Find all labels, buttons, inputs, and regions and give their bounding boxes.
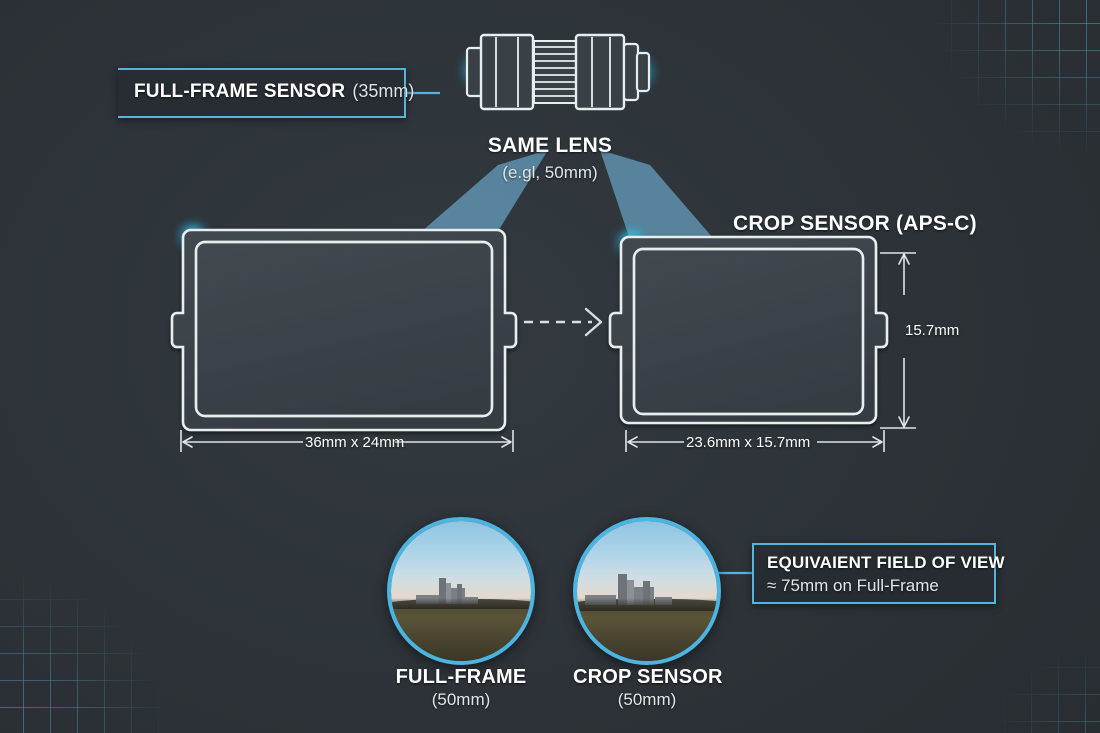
full-frame-sensor-body	[170, 228, 518, 432]
callout-full-frame-sensor: FULL-FRAME SENSOR (35mm)	[118, 68, 414, 118]
crop-preview-sub: (50mm)	[617, 690, 677, 709]
full-frame-width-label: 36mm x 24mm	[305, 434, 405, 451]
full-frame-preview-label: FULL-FRAME	[395, 666, 527, 688]
sensor-plate-edges	[194, 240, 865, 418]
callout-full-frame-suffix: (35mm)	[352, 81, 415, 101]
full-frame-preview-photo[interactable]	[387, 517, 535, 665]
callout-equivalent-fov: EQUIVAIENT FIELD OF VIEW ≈ 75mm on Full-…	[752, 543, 1005, 604]
camera-lens-icon	[465, 33, 651, 111]
crop-sensor-heading: CROP SENSOR (APS-C)	[733, 212, 977, 235]
same-lens-title: SAME LENS	[487, 134, 613, 157]
crop-width-dimension	[625, 430, 885, 452]
full-frame-width-dimension	[180, 430, 514, 452]
crop-height-dimension	[880, 252, 916, 429]
crop-sensor-preview-photo[interactable]	[573, 517, 721, 665]
full-frame-preview-sub: (50mm)	[431, 690, 491, 709]
callout-equivalent-fov-subtitle: ≈ 75mm on Full-Frame	[767, 576, 939, 595]
crop-sensor-body	[608, 234, 889, 425]
callout-connectors	[405, 91, 752, 575]
same-lens-subtitle: (e.gl, 50mm)	[502, 163, 598, 182]
callout-equivalent-fov-title: EQUIVAIENT FIELD OF VIEW	[767, 553, 1005, 572]
dashed-right-arrow-icon	[524, 307, 603, 337]
crop-width-label: 23.6mm x 15.7mm	[686, 434, 811, 451]
crop-preview-label: CROP SENSOR	[573, 666, 723, 688]
crop-height-label: 15.7mm	[905, 322, 960, 339]
callout-full-frame-title: FULL-FRAME SENSOR	[134, 81, 346, 102]
